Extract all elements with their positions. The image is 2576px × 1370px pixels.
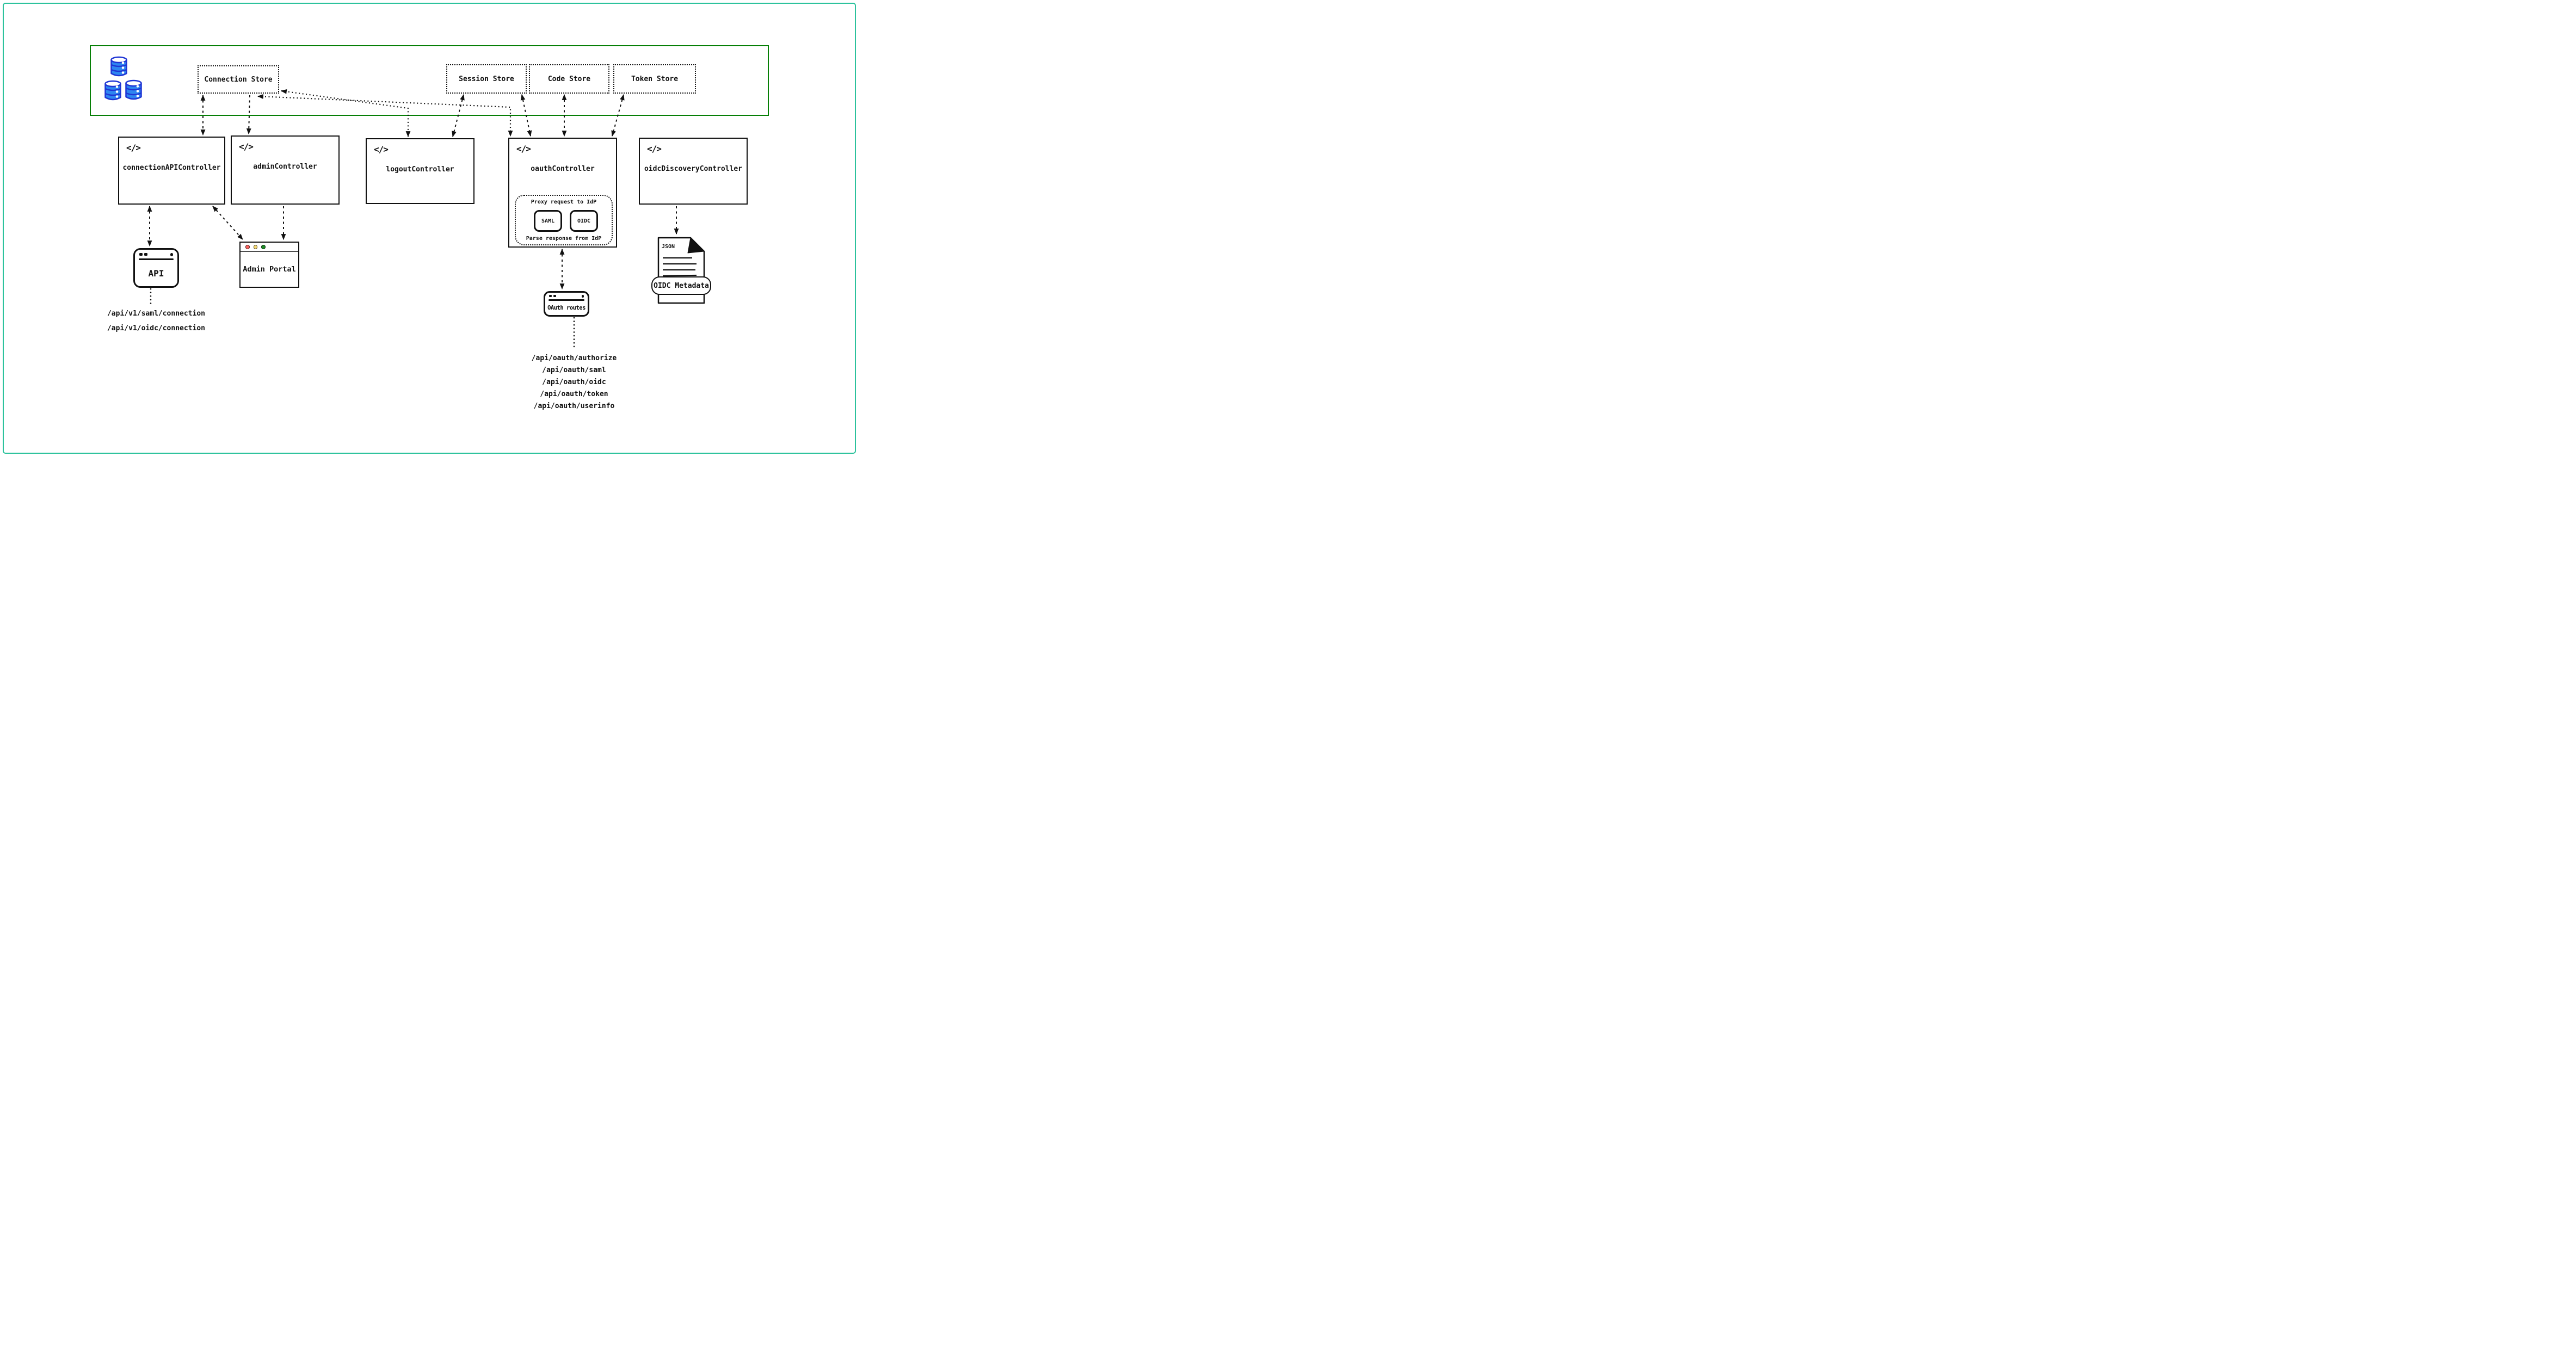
- oidc-label: OIDC: [577, 218, 591, 224]
- code-store-label: Code Store: [547, 75, 591, 83]
- connection-store-box: Connection Store: [198, 65, 279, 94]
- code-icon: </>: [516, 144, 531, 154]
- endpoint-label: /api/oauth/oidc: [542, 378, 606, 386]
- code-icon: </>: [374, 144, 389, 155]
- window-divider: [549, 299, 584, 301]
- database-icon: [104, 56, 142, 101]
- oidc-metadata-label: OIDC Metadata: [654, 281, 709, 290]
- portal-titlebar: [241, 243, 298, 252]
- oidc-metadata-banner: OIDC Metadata: [651, 276, 711, 295]
- oauth-endpoints: /api/oauth/authorize /api/oauth/saml /ap…: [522, 353, 626, 412]
- connection-api-controller-label: connectionAPIController: [122, 164, 221, 172]
- architecture-diagram: Connection Store Session Store Code Stor…: [0, 0, 859, 456]
- saml-box: SAML: [534, 210, 562, 232]
- api-window-icon: API: [133, 248, 179, 288]
- oauth-routes-label: OAuth routes: [547, 304, 586, 311]
- window-dot-icon: [170, 253, 173, 256]
- json-document-icon: JSON OIDC Metadata: [651, 236, 711, 305]
- endpoint-label: /api/v1/oidc/connection: [107, 324, 205, 332]
- connection-store-label: Connection Store: [204, 75, 273, 84]
- oauth-routes-window-icon: OAuth routes: [544, 291, 589, 317]
- saml-label: SAML: [541, 218, 555, 224]
- close-icon: [245, 245, 250, 249]
- token-store-label: Token Store: [631, 75, 679, 83]
- maximize-icon: [261, 245, 266, 249]
- code-icon: </>: [239, 141, 254, 152]
- admin-portal-label: Admin Portal: [243, 265, 296, 274]
- window-button-icon: [549, 295, 552, 298]
- endpoint-label: /api/oauth/saml: [542, 366, 606, 374]
- admin-portal-window: Admin Portal: [239, 242, 299, 288]
- session-store-box: Session Store: [446, 64, 527, 94]
- endpoint-label: /api/v1/saml/connection: [107, 310, 205, 318]
- logout-controller-box: </> logoutController: [366, 138, 474, 204]
- endpoint-label: /api/oauth/userinfo: [533, 402, 615, 410]
- parse-response-label: Parse response from IdP: [526, 236, 602, 242]
- admin-controller-label: adminController: [253, 163, 317, 171]
- code-icon: </>: [647, 144, 662, 154]
- token-store-box: Token Store: [613, 64, 696, 94]
- endpoint-label: /api/oauth/token: [540, 390, 608, 398]
- api-window-label: API: [148, 268, 164, 279]
- oidc-discovery-controller-box: </> oidcDiscoveryController: [639, 138, 748, 205]
- idp-proxy-group: Proxy request to IdP SAML OIDC Parse res…: [515, 195, 613, 245]
- oidc-discovery-controller-label: oidcDiscoveryController: [644, 165, 742, 173]
- json-type-label: JSON: [662, 244, 675, 250]
- window-button-icon: [553, 295, 556, 298]
- window-button-icon: [139, 253, 143, 256]
- code-icon: </>: [126, 143, 141, 153]
- admin-controller-box: </> adminController: [231, 135, 340, 205]
- oauth-controller-label: oauthController: [531, 165, 595, 173]
- logout-controller-label: logoutController: [386, 165, 454, 174]
- proxy-request-label: Proxy request to IdP: [531, 199, 597, 205]
- page-border: [3, 3, 856, 454]
- window-topbar: [135, 253, 177, 256]
- oidc-box: OIDC: [570, 210, 598, 232]
- window-dot-icon: [581, 295, 584, 298]
- minimize-icon: [253, 245, 257, 249]
- connection-api-controller-box: </> connectionAPIController: [118, 137, 225, 205]
- session-store-label: Session Store: [459, 75, 514, 83]
- oauth-controller-box: </> oauthController Proxy request to IdP…: [508, 138, 617, 248]
- window-button-icon: [144, 253, 147, 256]
- window-divider: [139, 258, 174, 260]
- endpoint-label: /api/oauth/authorize: [531, 354, 617, 362]
- connection-api-endpoints: /api/v1/saml/connection /api/v1/oidc/con…: [104, 306, 208, 336]
- code-store-box: Code Store: [529, 64, 609, 94]
- window-topbar: [545, 295, 588, 298]
